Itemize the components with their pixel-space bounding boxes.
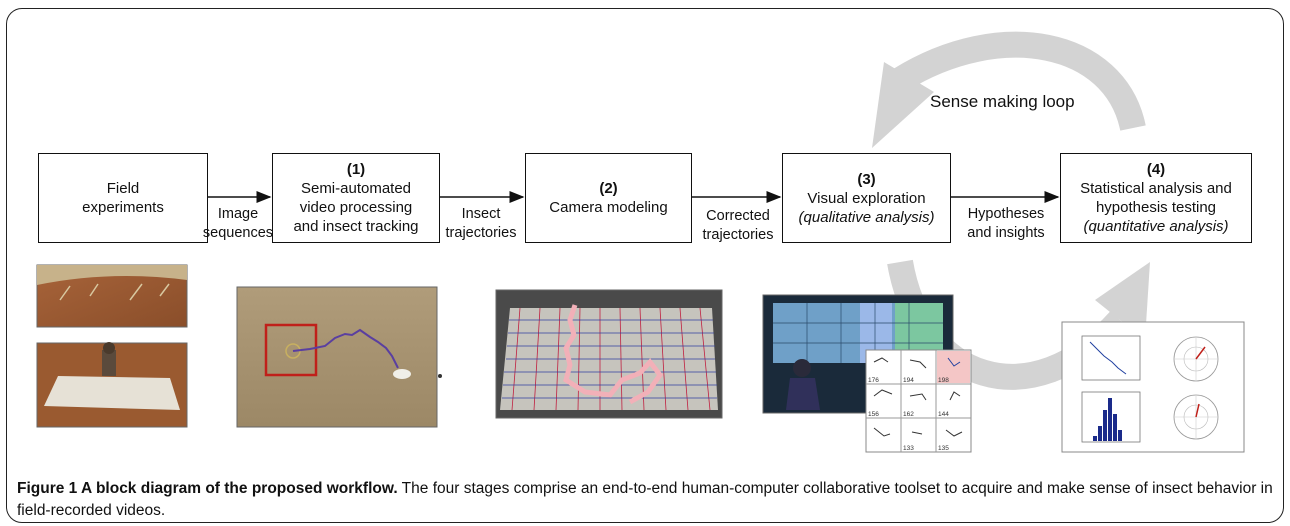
grid-label: 176	[868, 377, 879, 384]
box-text: Field	[106, 180, 140, 197]
statistical-analysis-box: (4) Statistical analysis and hypothesis …	[1060, 153, 1252, 243]
field-photo-top	[36, 264, 188, 328]
field-photo-board	[36, 342, 188, 428]
grid-label: 156	[868, 411, 879, 418]
edge-label-hypotheses-insights: Hypotheses and insights	[960, 205, 1052, 243]
camera-model-image	[495, 289, 723, 419]
grid-label: 133	[903, 445, 914, 452]
tracking-box: (1) Semi-automated video processing and …	[272, 153, 440, 243]
statistics-plots-image	[1061, 321, 1245, 453]
figure-caption: Figure 1 A block diagram of the proposed…	[17, 478, 1277, 522]
stage-number: (1)	[346, 161, 366, 178]
box-text: Statistical analysis and	[1080, 180, 1232, 197]
edge-label-corrected-trajectories: Corrected trajectories	[694, 207, 782, 245]
sense-making-loop-arrow	[872, 31, 1146, 148]
box-text: and insect tracking	[293, 218, 419, 235]
box-text: Camera modeling	[549, 199, 668, 216]
edge-label-line: trajectories	[445, 225, 517, 241]
box-text: video processing	[299, 199, 413, 216]
stage-number: (3)	[857, 170, 876, 188]
grid-label: 135	[938, 445, 949, 452]
grid-label: 162	[903, 411, 914, 418]
box-text: (quantitative analysis)	[1083, 218, 1229, 235]
caption-body: The four stages comprise an end-to-end h…	[17, 480, 1273, 519]
grid-label: 194	[903, 377, 914, 384]
grid-label: 144	[938, 411, 949, 418]
stage-number: (2)	[599, 180, 618, 197]
box-text: Visual exploration	[807, 189, 926, 207]
box-text: (qualitative analysis)	[798, 208, 935, 226]
grid-label: 198	[938, 377, 949, 384]
sense-making-loop-label: Sense making loop	[930, 92, 1075, 111]
edge-label-insect-trajectories: Insect trajectories	[440, 205, 522, 243]
box-text: Semi-automated	[300, 180, 412, 197]
edge-label-line: and insights	[967, 225, 1045, 241]
box-text: experiments	[82, 199, 164, 216]
caption-title: Figure 1 A block diagram of the proposed…	[17, 480, 398, 497]
box-text: hypothesis testing	[1095, 199, 1217, 216]
tracking-frame-image	[236, 286, 442, 428]
edge-label-image-sequences: Image sequences	[202, 205, 274, 243]
field-experiments-box: Field experiments	[38, 153, 208, 243]
edge-label-line: sequences	[202, 225, 274, 241]
figure-frame	[6, 8, 1284, 523]
camera-modeling-box: (2) Camera modeling	[525, 153, 692, 243]
visual-exploration-box: (3) Visual exploration (qualitative anal…	[782, 153, 951, 243]
edge-label-line: Image	[217, 206, 259, 222]
trajectory-grid-inset: 176 194 198 156 162 144 133 135	[865, 349, 972, 453]
edge-label-line: Hypotheses	[967, 206, 1045, 222]
stage-number: (4)	[1146, 161, 1166, 178]
edge-label-line: Corrected	[706, 208, 770, 224]
edge-label-line: trajectories	[702, 227, 774, 243]
edge-label-line: Insect	[461, 206, 501, 222]
